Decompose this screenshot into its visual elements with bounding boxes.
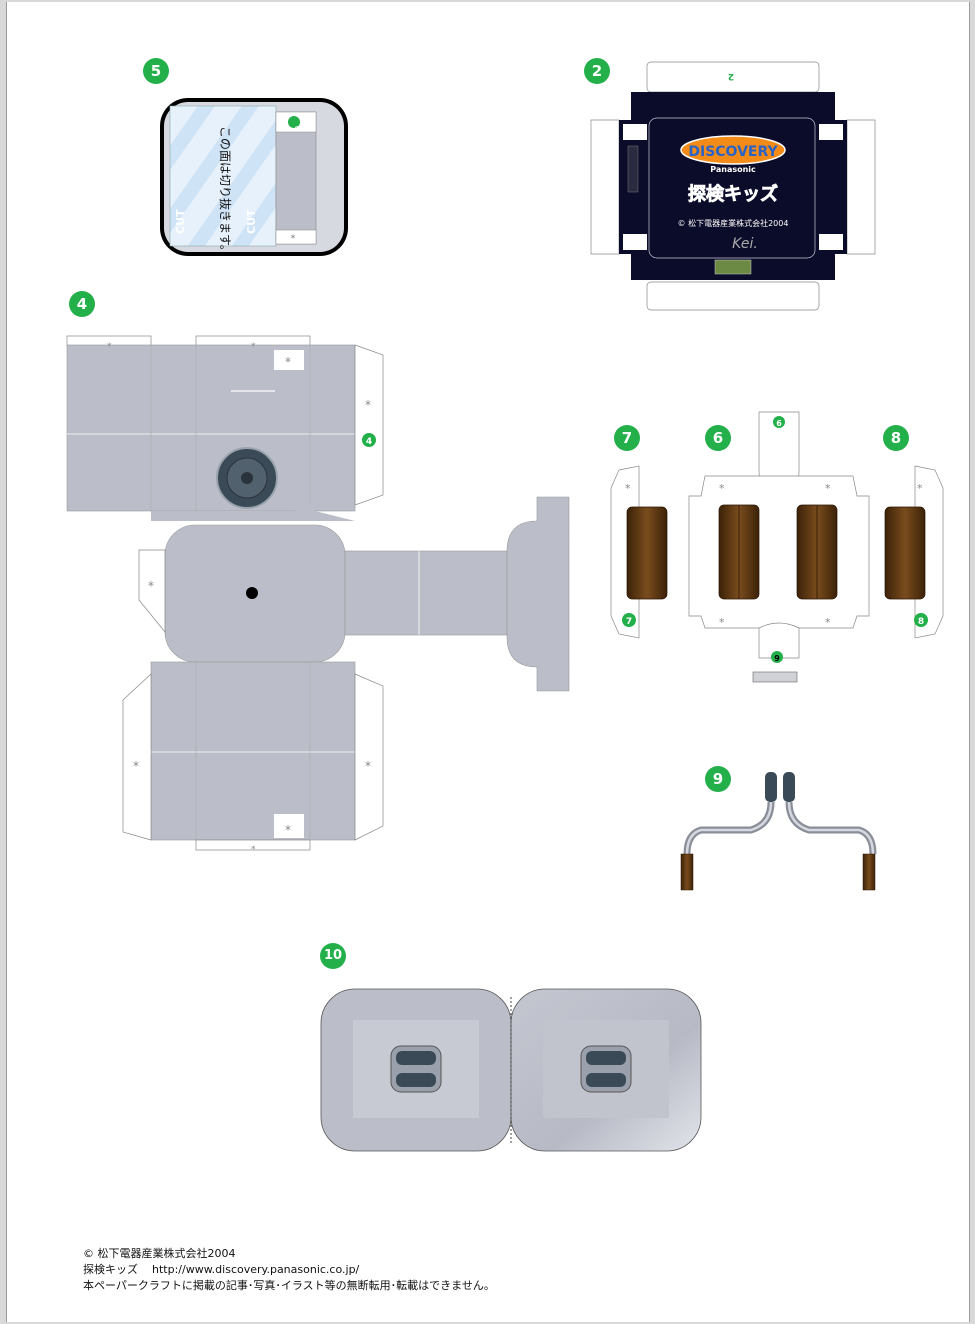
glue-mark: * — [291, 234, 296, 244]
glue-mark: * — [133, 759, 139, 773]
cut-pattern-label: CUT — [245, 209, 258, 234]
tab-label-7: 7 — [626, 617, 632, 627]
glue-mark: * — [251, 342, 256, 352]
part2-box-net: DISCOVERY Panasonic 探検キッズ © 松下電器産業株式会社20… — [590, 61, 876, 311]
footer-notice: 本ペーパークラフトに掲載の記事･写真･イラスト等の無断転用･転載はできません。 — [83, 1279, 495, 1292]
part4-body-net: 4 * * * * * * * * * — [66, 335, 570, 855]
glue-mark: * — [825, 482, 831, 495]
glue-mark: * — [251, 845, 256, 855]
footer-url-link[interactable]: http://www.discovery.panasonic.co.jp/ — [152, 1263, 360, 1276]
brand-logo-text: DISCOVERY — [688, 144, 778, 160]
tab-label-2: 2 — [728, 71, 734, 81]
glue-mark: * — [625, 482, 631, 495]
glue-mark: * — [719, 482, 725, 495]
part-number-6: 6 — [705, 425, 731, 451]
papercraft-sheet: 5 2 4 7 6 8 9 10 — [6, 2, 970, 1322]
glue-mark: * — [285, 355, 291, 369]
part-number-2: 2 — [584, 58, 610, 84]
glue-mark: * — [107, 342, 112, 352]
glue-mark: * — [148, 579, 154, 593]
part10-seat-pads — [320, 988, 702, 1152]
glue-mark: * — [365, 759, 371, 773]
glue-mark: * — [365, 398, 371, 412]
part8-side-panel: 8 * — [884, 465, 944, 639]
part-number-5: 5 — [143, 58, 169, 84]
tab-label-4: 4 — [366, 437, 372, 447]
brand-sub-text: Panasonic — [710, 165, 756, 174]
part6-seat-net: 6 9 * * * * — [688, 411, 870, 683]
part-number-10: 10 — [320, 943, 346, 969]
template-artwork: * この面は切り抜きます。 CUT CUT 6 DISCOVERY Panaso… — [66, 61, 944, 1152]
tab-label-8: 8 — [918, 617, 924, 627]
glue-mark: * — [285, 823, 291, 837]
part-number-9: 9 — [705, 766, 731, 792]
glue-mark: * — [719, 616, 725, 629]
footer-site-line: 探検キッズ http://www.discovery.panasonic.co.j… — [83, 1262, 495, 1278]
cut-pattern-label: CUT — [174, 209, 187, 234]
part7-side-panel: 7 * — [610, 465, 668, 639]
glue-mark: * — [917, 482, 923, 495]
tab-label-6: 6 — [294, 124, 299, 132]
part5-cutout-frame: * この面は切り抜きます。 CUT CUT 6 — [160, 98, 348, 257]
part-number-7: 7 — [614, 425, 640, 451]
part9-handle — [680, 772, 877, 891]
footer: © 松下電器産業株式会社2004 探検キッズ http://www.discove… — [83, 1246, 495, 1294]
kids-logo-text: 探検キッズ — [688, 183, 778, 205]
box-copyright: © 松下電器産業株式会社2004 — [678, 218, 789, 228]
glue-mark: * — [825, 616, 831, 629]
tab-label-6: 6 — [776, 419, 782, 428]
tab-label-9: 9 — [774, 654, 780, 663]
signature-mark: Kei. — [732, 236, 758, 252]
part-number-8: 8 — [883, 425, 909, 451]
footer-site-title: 探検キッズ — [83, 1263, 138, 1276]
part-number-4: 4 — [69, 291, 95, 317]
cut-note-text: この面は切り抜きます。 — [218, 126, 232, 257]
footer-copyright: © 松下電器産業株式会社2004 — [83, 1247, 236, 1260]
